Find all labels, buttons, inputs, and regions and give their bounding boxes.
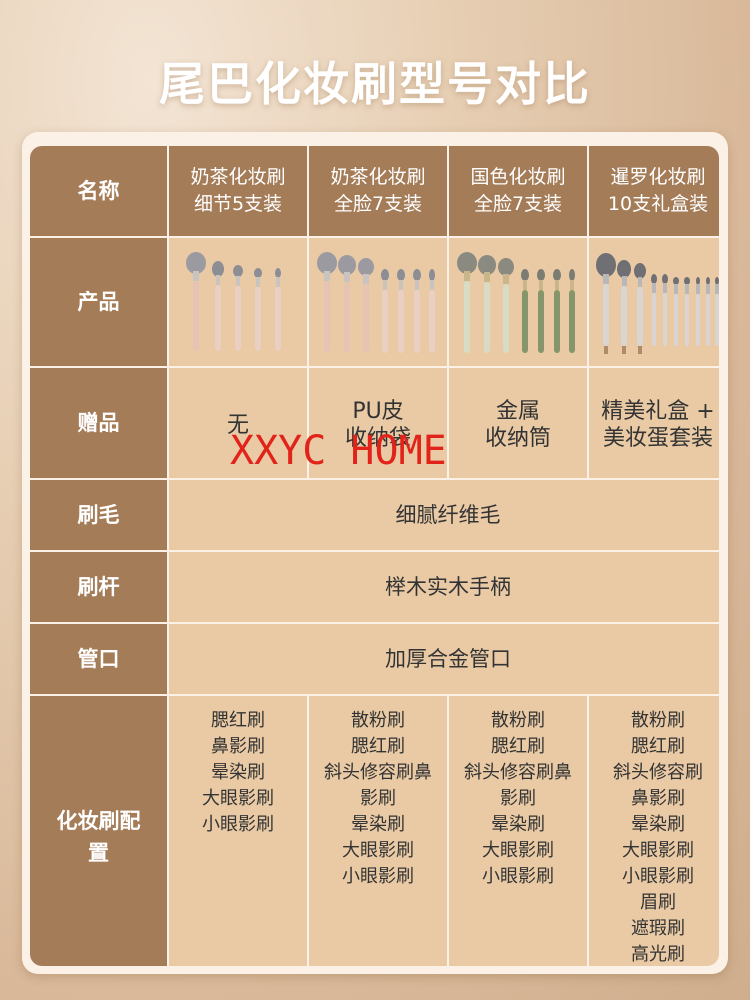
- config-item: 大眼影刷: [622, 840, 694, 861]
- config-item: 腮红刷: [351, 736, 405, 757]
- brush-set-7-pink-icon: [317, 252, 435, 353]
- product-image-3: [449, 238, 587, 366]
- config-item: 散粉刷: [351, 710, 405, 731]
- page-title: 尾巴化妆刷型号对比: [159, 57, 591, 111]
- row-label-product: 产品: [30, 238, 167, 366]
- config-item: 大眼影刷: [342, 840, 414, 861]
- brush-set-7-green-icon: [457, 252, 575, 353]
- config-item: 斜头修容刷鼻: [464, 762, 572, 783]
- config-item: 散粉刷: [491, 710, 545, 731]
- config-item: 大眼影刷: [202, 788, 274, 809]
- config-list-2: 散粉刷腮红刷斜头修容刷鼻影刷晕染刷大眼影刷小眼影刷: [309, 696, 447, 966]
- config-list-1: 腮红刷鼻影刷晕染刷大眼影刷小眼影刷: [169, 696, 307, 966]
- config-item: 鼻影刷: [211, 736, 265, 757]
- config-item: 晕染刷: [631, 814, 685, 835]
- config-item: 眉刷: [640, 892, 676, 913]
- config-item: 鼻影刷: [631, 788, 685, 809]
- comparison-table: 名称 奶茶化妆刷细节5支装 奶茶化妆刷全脸7支装 国色化妆刷全脸7支装 暹罗化妆…: [30, 146, 719, 966]
- gift-4: 精美礼盒 +美妆蛋套装: [589, 368, 719, 478]
- product-name-3: 国色化妆刷全脸7支装: [449, 146, 587, 236]
- row-label-gift: 赠品: [30, 368, 167, 478]
- config-list-3: 散粉刷腮红刷斜头修容刷鼻影刷晕染刷大眼影刷小眼影刷: [449, 696, 587, 966]
- config-item: 晕染刷: [491, 814, 545, 835]
- row-label-ferrule: 管口: [30, 624, 167, 694]
- gift-2: PU皮收纳袋: [309, 368, 447, 478]
- config-item: 小眼影刷: [202, 814, 274, 835]
- row-label-name: 名称: [30, 146, 167, 236]
- config-item: 腮红刷: [211, 710, 265, 731]
- config-item: 斜头修容刷: [613, 762, 703, 783]
- product-image-1: [169, 238, 307, 366]
- config-item: 腮红刷: [631, 736, 685, 757]
- gift-1: 无: [169, 368, 307, 478]
- brush-set-10-grey-icon: [596, 253, 719, 354]
- config-item: 影刷: [500, 788, 536, 809]
- bristle-value: 细腻纤维毛: [169, 480, 719, 550]
- row-label-handle: 刷杆: [30, 552, 167, 622]
- config-item: 晕染刷: [211, 762, 265, 783]
- product-image-2: [309, 238, 447, 366]
- product-image-4: [589, 238, 719, 366]
- ferrule-value: 加厚合金管口: [169, 624, 719, 694]
- config-item: 遮瑕刷: [631, 918, 685, 939]
- config-item: 斜头修容刷鼻: [324, 762, 432, 783]
- config-item: 小眼影刷: [342, 866, 414, 887]
- brush-set-5-pink-icon: [186, 252, 281, 351]
- product-name-2: 奶茶化妆刷全脸7支装: [309, 146, 447, 236]
- gift-3: 金属收纳筒: [449, 368, 587, 478]
- handle-value: 榉木实木手柄: [169, 552, 719, 622]
- row-label-config: 化妆刷配置: [30, 696, 167, 966]
- config-item: 大眼影刷: [482, 840, 554, 861]
- config-item: 高光刷: [631, 944, 685, 965]
- product-name-1: 奶茶化妆刷细节5支装: [169, 146, 307, 236]
- config-item: 晕染刷: [351, 814, 405, 835]
- config-item: 腮红刷: [491, 736, 545, 757]
- row-label-bristle: 刷毛: [30, 480, 167, 550]
- config-item: 散粉刷: [631, 710, 685, 731]
- config-item: 小眼影刷: [482, 866, 554, 887]
- config-item: 影刷: [360, 788, 396, 809]
- watermark: XXYC HOME: [230, 428, 447, 474]
- config-list-4: 散粉刷腮红刷斜头修容刷鼻影刷晕染刷大眼影刷小眼影刷眉刷遮瑕刷高光刷: [589, 696, 719, 966]
- config-item: 小眼影刷: [622, 866, 694, 887]
